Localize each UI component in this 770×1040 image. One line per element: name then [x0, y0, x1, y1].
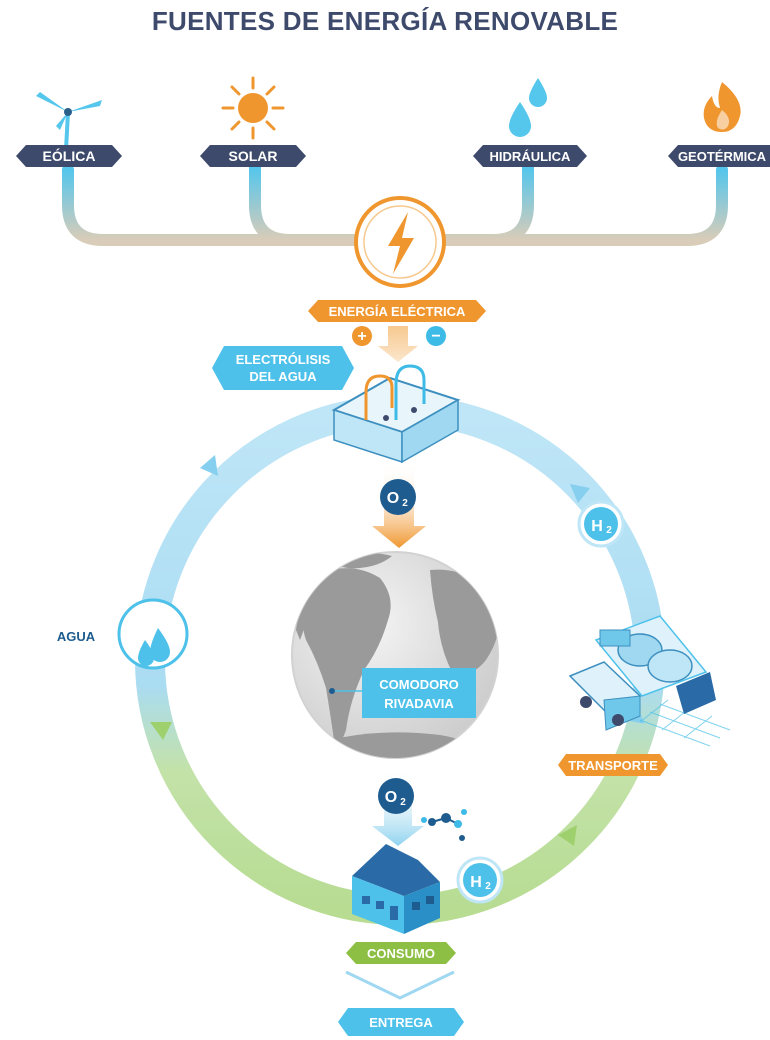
- electrolysis-line1: ELECTRÓLISIS: [236, 352, 331, 367]
- hydrogen-badge-bottom: H 2: [456, 856, 504, 904]
- power-hub: [354, 196, 446, 288]
- hydrogen-badge-right: H 2: [577, 500, 625, 548]
- source-label-eolica-text: EÓLICA: [43, 147, 96, 164]
- source-label-solar-text: SOLAR: [229, 148, 278, 164]
- plus-sign: +: [357, 328, 366, 345]
- source-label-hidraulica: HIDRÁULICA: [473, 145, 587, 167]
- oxygen-o: O: [387, 490, 399, 507]
- flame-icon: [703, 82, 741, 132]
- water-node: [117, 598, 189, 670]
- oxygen-badge-top: O 2: [380, 479, 416, 515]
- transport-truck-icon: [568, 615, 731, 747]
- delivery-label: ENTREGA: [338, 1008, 464, 1036]
- electrolysis-label: ELECTRÓLISIS DEL AGUA: [212, 346, 354, 390]
- source-pipes: [62, 162, 728, 246]
- source-label-hidraulica-text: HIDRÁULICA: [490, 149, 571, 164]
- sun-icon: [221, 76, 285, 140]
- energia-electrica-label: ENERGÍA ELÉCTRICA: [308, 300, 486, 322]
- page-title: FUENTES DE ENERGÍA RENOVABLE: [151, 6, 619, 36]
- minus-sign: −: [431, 328, 440, 345]
- water-label: AGUA: [57, 629, 96, 644]
- source-label-eolica: EÓLICA: [16, 145, 122, 167]
- source-label-geotermica: GEOTÉRMICA: [668, 145, 770, 167]
- oxygen-sub: 2: [402, 498, 408, 509]
- transport-label: TRANSPORTE: [558, 754, 668, 776]
- molecule-icon: [421, 809, 467, 841]
- transport-text: TRANSPORTE: [568, 758, 658, 773]
- location-line2: RIVADAVIA: [384, 696, 454, 711]
- minus-terminal: −: [426, 326, 446, 346]
- oxygen-bottom-o: O: [385, 789, 397, 806]
- water-drops-icon: [509, 78, 547, 137]
- electrolysis-line2: DEL AGUA: [249, 369, 317, 384]
- lightning-bolt-icon: [388, 212, 414, 274]
- hydrogen-bottom-sub: 2: [485, 881, 491, 892]
- plus-terminal: +: [352, 326, 372, 346]
- hydrogen-sub: 2: [606, 525, 612, 536]
- chevron-down-icon: [345, 970, 455, 1000]
- consumption-label: CONSUMO: [346, 942, 456, 964]
- source-label-solar: SOLAR: [200, 145, 306, 167]
- wind-turbine-icon: [36, 92, 102, 151]
- hydrogen-h: H: [591, 518, 603, 535]
- source-label-geotermica-text: GEOTÉRMICA: [678, 149, 767, 164]
- hydrogen-bottom-h: H: [470, 874, 482, 891]
- oxygen-bottom-sub: 2: [400, 797, 406, 808]
- electrolysis-tank-icon: [331, 364, 461, 464]
- delivery-text: ENTREGA: [369, 1015, 433, 1030]
- house-icon: [352, 844, 440, 934]
- power-down-arrow: [378, 326, 418, 362]
- consumption-text: CONSUMO: [367, 946, 435, 961]
- oxygen-badge-bottom: O 2: [378, 778, 414, 814]
- location-label: COMODORO RIVADAVIA: [329, 668, 476, 718]
- energia-electrica-text: ENERGÍA ELÉCTRICA: [329, 304, 466, 319]
- location-line1: COMODORO: [379, 677, 458, 692]
- water-drop-icon: [138, 628, 170, 666]
- globe-icon: [291, 551, 499, 759]
